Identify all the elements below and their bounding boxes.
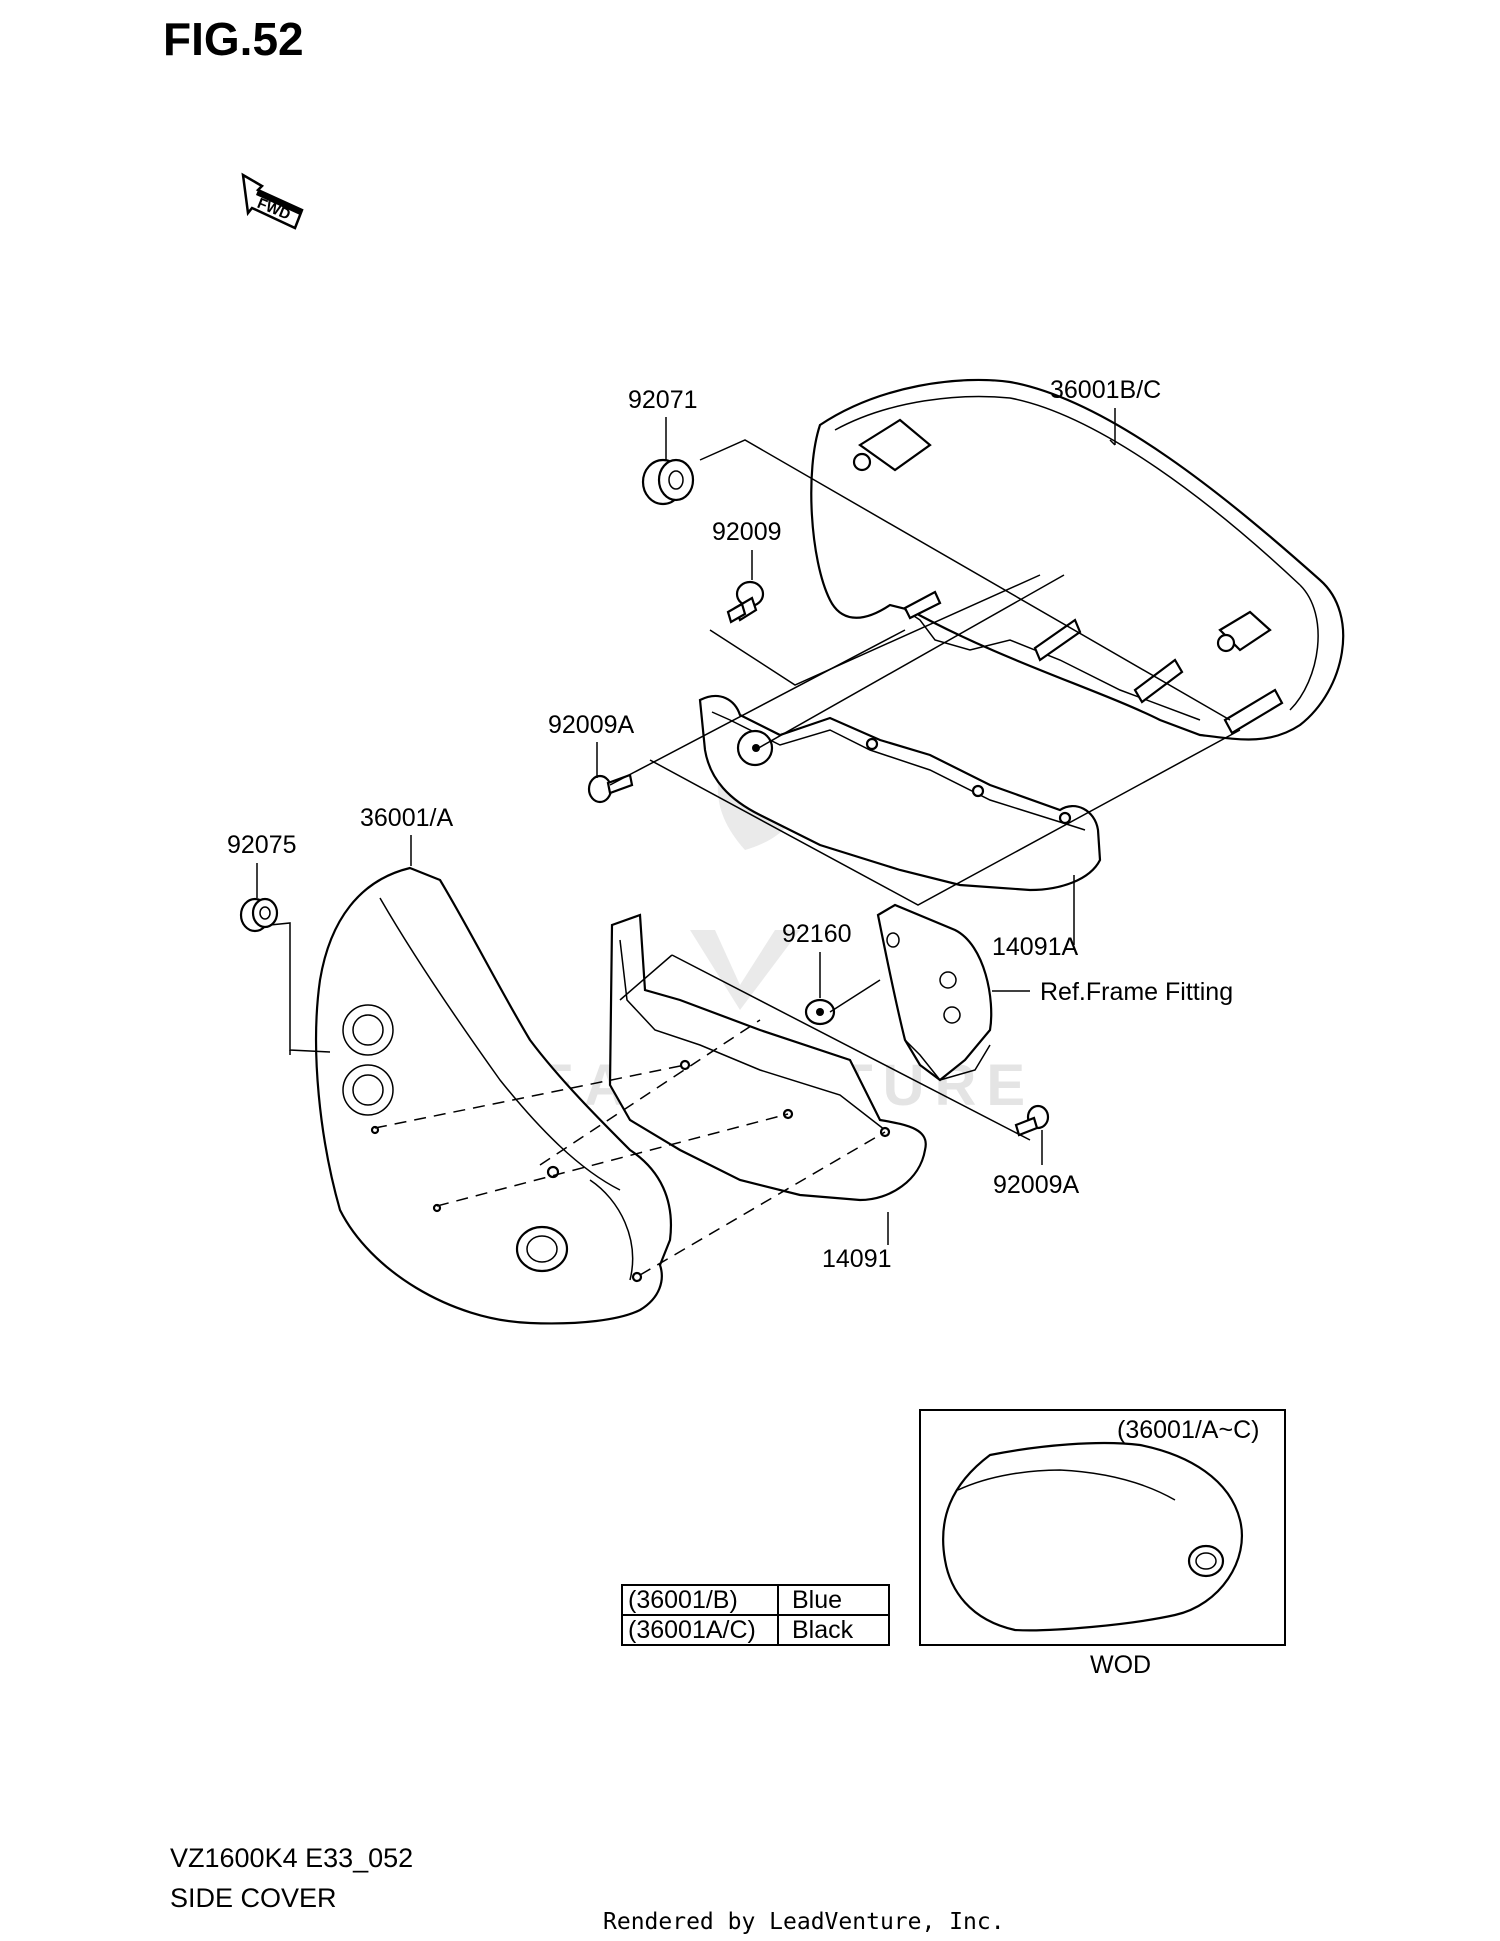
grommet-92071 xyxy=(641,458,695,506)
label-92009: 92009 xyxy=(712,518,782,546)
inset-label-wod: WOD xyxy=(1090,1651,1151,1679)
grommet-92075 xyxy=(239,897,279,933)
table-part-2: (36001A/C) xyxy=(628,1616,756,1644)
fwd-arrow-icon: FWD xyxy=(241,172,304,230)
label-92160: 92160 xyxy=(782,920,852,948)
footer-model: VZ1600K4 E33_052 xyxy=(170,1843,413,1873)
bracket-14091a xyxy=(698,694,1102,892)
table-part-1: (36001/B) xyxy=(628,1586,738,1614)
bolt-92009 xyxy=(726,580,765,624)
figure-title: FIG.52 xyxy=(163,13,304,65)
label-36001a: 36001/A xyxy=(360,804,453,832)
grommet-92160 xyxy=(804,998,836,1026)
label-92009a-bottom: 92009A xyxy=(993,1171,1080,1199)
label-92075: 92075 xyxy=(227,831,297,859)
bolt-92009a-bottom xyxy=(1014,1104,1050,1137)
bracket-14091 xyxy=(608,913,927,1202)
inset-box: (36001/A~C) WOD xyxy=(919,1409,1286,1679)
footer-name: SIDE COVER xyxy=(170,1883,337,1913)
table-color-2: Black xyxy=(792,1616,854,1644)
label-92009a-top: 92009A xyxy=(548,711,635,739)
frame-fitting-bracket xyxy=(876,903,993,1082)
label-14091: 14091 xyxy=(822,1245,892,1273)
inset-caption: (36001/A~C) xyxy=(1117,1416,1259,1444)
part-labels: 92071 36001B/C 92009 92009A 36001/A 9207… xyxy=(227,376,1233,1273)
label-36001bc: 36001B/C xyxy=(1050,376,1161,404)
side-cover-36001a xyxy=(314,866,672,1325)
color-table: (36001/B) Blue (36001A/C) Black xyxy=(621,1584,890,1646)
table-color-1: Blue xyxy=(792,1586,842,1614)
label-ref-frame-fitting: Ref.Frame Fitting xyxy=(1040,978,1233,1006)
side-cover-36001bc xyxy=(810,378,1345,741)
label-14091a: 14091A xyxy=(992,933,1079,961)
rendered-by: Rendered by LeadVenture, Inc. xyxy=(603,1909,1005,1935)
bolt-92009a-top xyxy=(587,773,634,804)
label-92071: 92071 xyxy=(628,386,698,414)
leader-lines xyxy=(256,408,1241,1276)
